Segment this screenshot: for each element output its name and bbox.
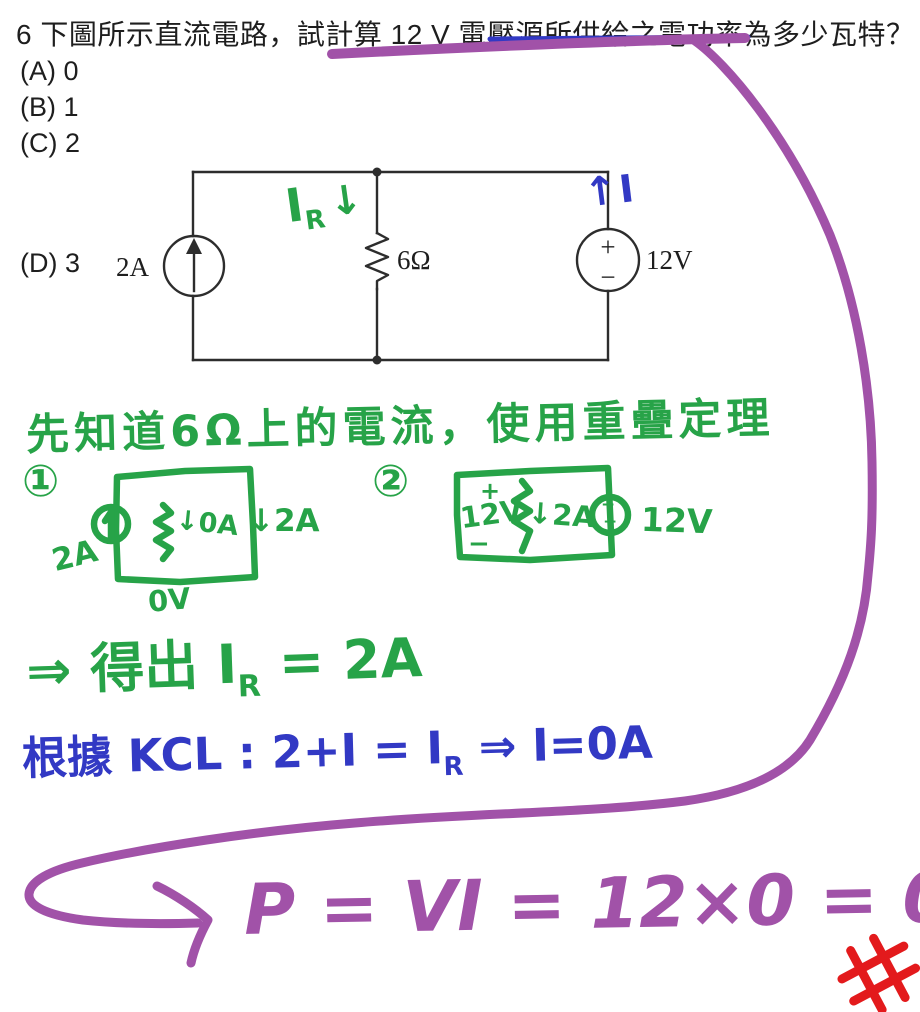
red-hash-stroke [869,933,910,1003]
red-hash-stroke [849,963,920,1006]
resistor-current-subscript: R [303,204,328,237]
resistor-zigzag [364,231,390,291]
resistor-current-annotation: IR↓ [282,169,366,239]
red-emphasis-icon [837,933,920,1012]
junction-dot-bottom [372,355,382,365]
resistor-label: 6Ω [397,245,431,275]
sketch2-label: ② [372,456,410,507]
step2-prefix: ⇒ 得出 I [25,632,239,703]
option-b: (B) 1 [20,92,79,122]
current-source-label: 2A [116,252,150,282]
junction-dot-top [372,167,382,177]
red-hash-stroke [846,946,887,1012]
minus-sign: − [600,262,615,292]
plus-sign: + [600,232,615,262]
down-arrow-icon: ↓ [325,175,366,227]
final-formula: P = VI = 12×0 = 0W [243,855,920,951]
question-text: 6 下圖所示直流電路，試計算 12 V 電壓源所供給之電功率為多少瓦特？ [16,19,915,50]
step2-subscript: R [237,668,262,705]
circuit-diagram: 2A 6Ω 12V + − [116,167,693,365]
up-arrow-icon: ↑ [581,167,621,217]
solution-kcl: 根據 KCL : 2+I = IR ⇒ I=0A [21,706,653,793]
sketch1-voltage: 0V [146,581,193,619]
sketch1-resistor-zigzag [152,501,175,563]
kcl-prefix: 根據 KCL : 2+I = I [21,721,444,786]
purple-arrowhead [152,881,213,968]
option-d: (D) 3 [20,248,80,278]
option-a: (A) 0 [20,56,79,86]
sketch1-right-current: ↓2A [248,503,320,539]
voltage-source-label: 12V [646,245,693,275]
kcl-suffix: ⇒ I=0A [462,715,654,774]
kcl-subscript: R [443,751,465,783]
sketch1-source-arrow-icon [101,508,115,541]
source-current-annotation: ↑I [581,165,636,217]
sketch2-minus-sign: − [468,529,490,559]
current-source-arrowhead [186,238,202,254]
solution-step2: ⇒ 得出 IR = 2A [25,613,424,712]
sketch2-source-value: 12V [640,499,714,542]
step2-suffix: = 2A [258,626,424,695]
sketch1-label: ① [22,456,60,507]
sketch2-source-minus-sign: − [603,512,618,532]
sketch1-branch-current: ↓0A [174,504,240,543]
solution-step1: 先知道6Ω上的電流，使用重疊定理 [25,393,776,461]
red-hash-stroke [837,941,909,984]
sketch2-branch-current: ↓2A [526,495,597,535]
option-c: (C) 2 [20,128,80,158]
